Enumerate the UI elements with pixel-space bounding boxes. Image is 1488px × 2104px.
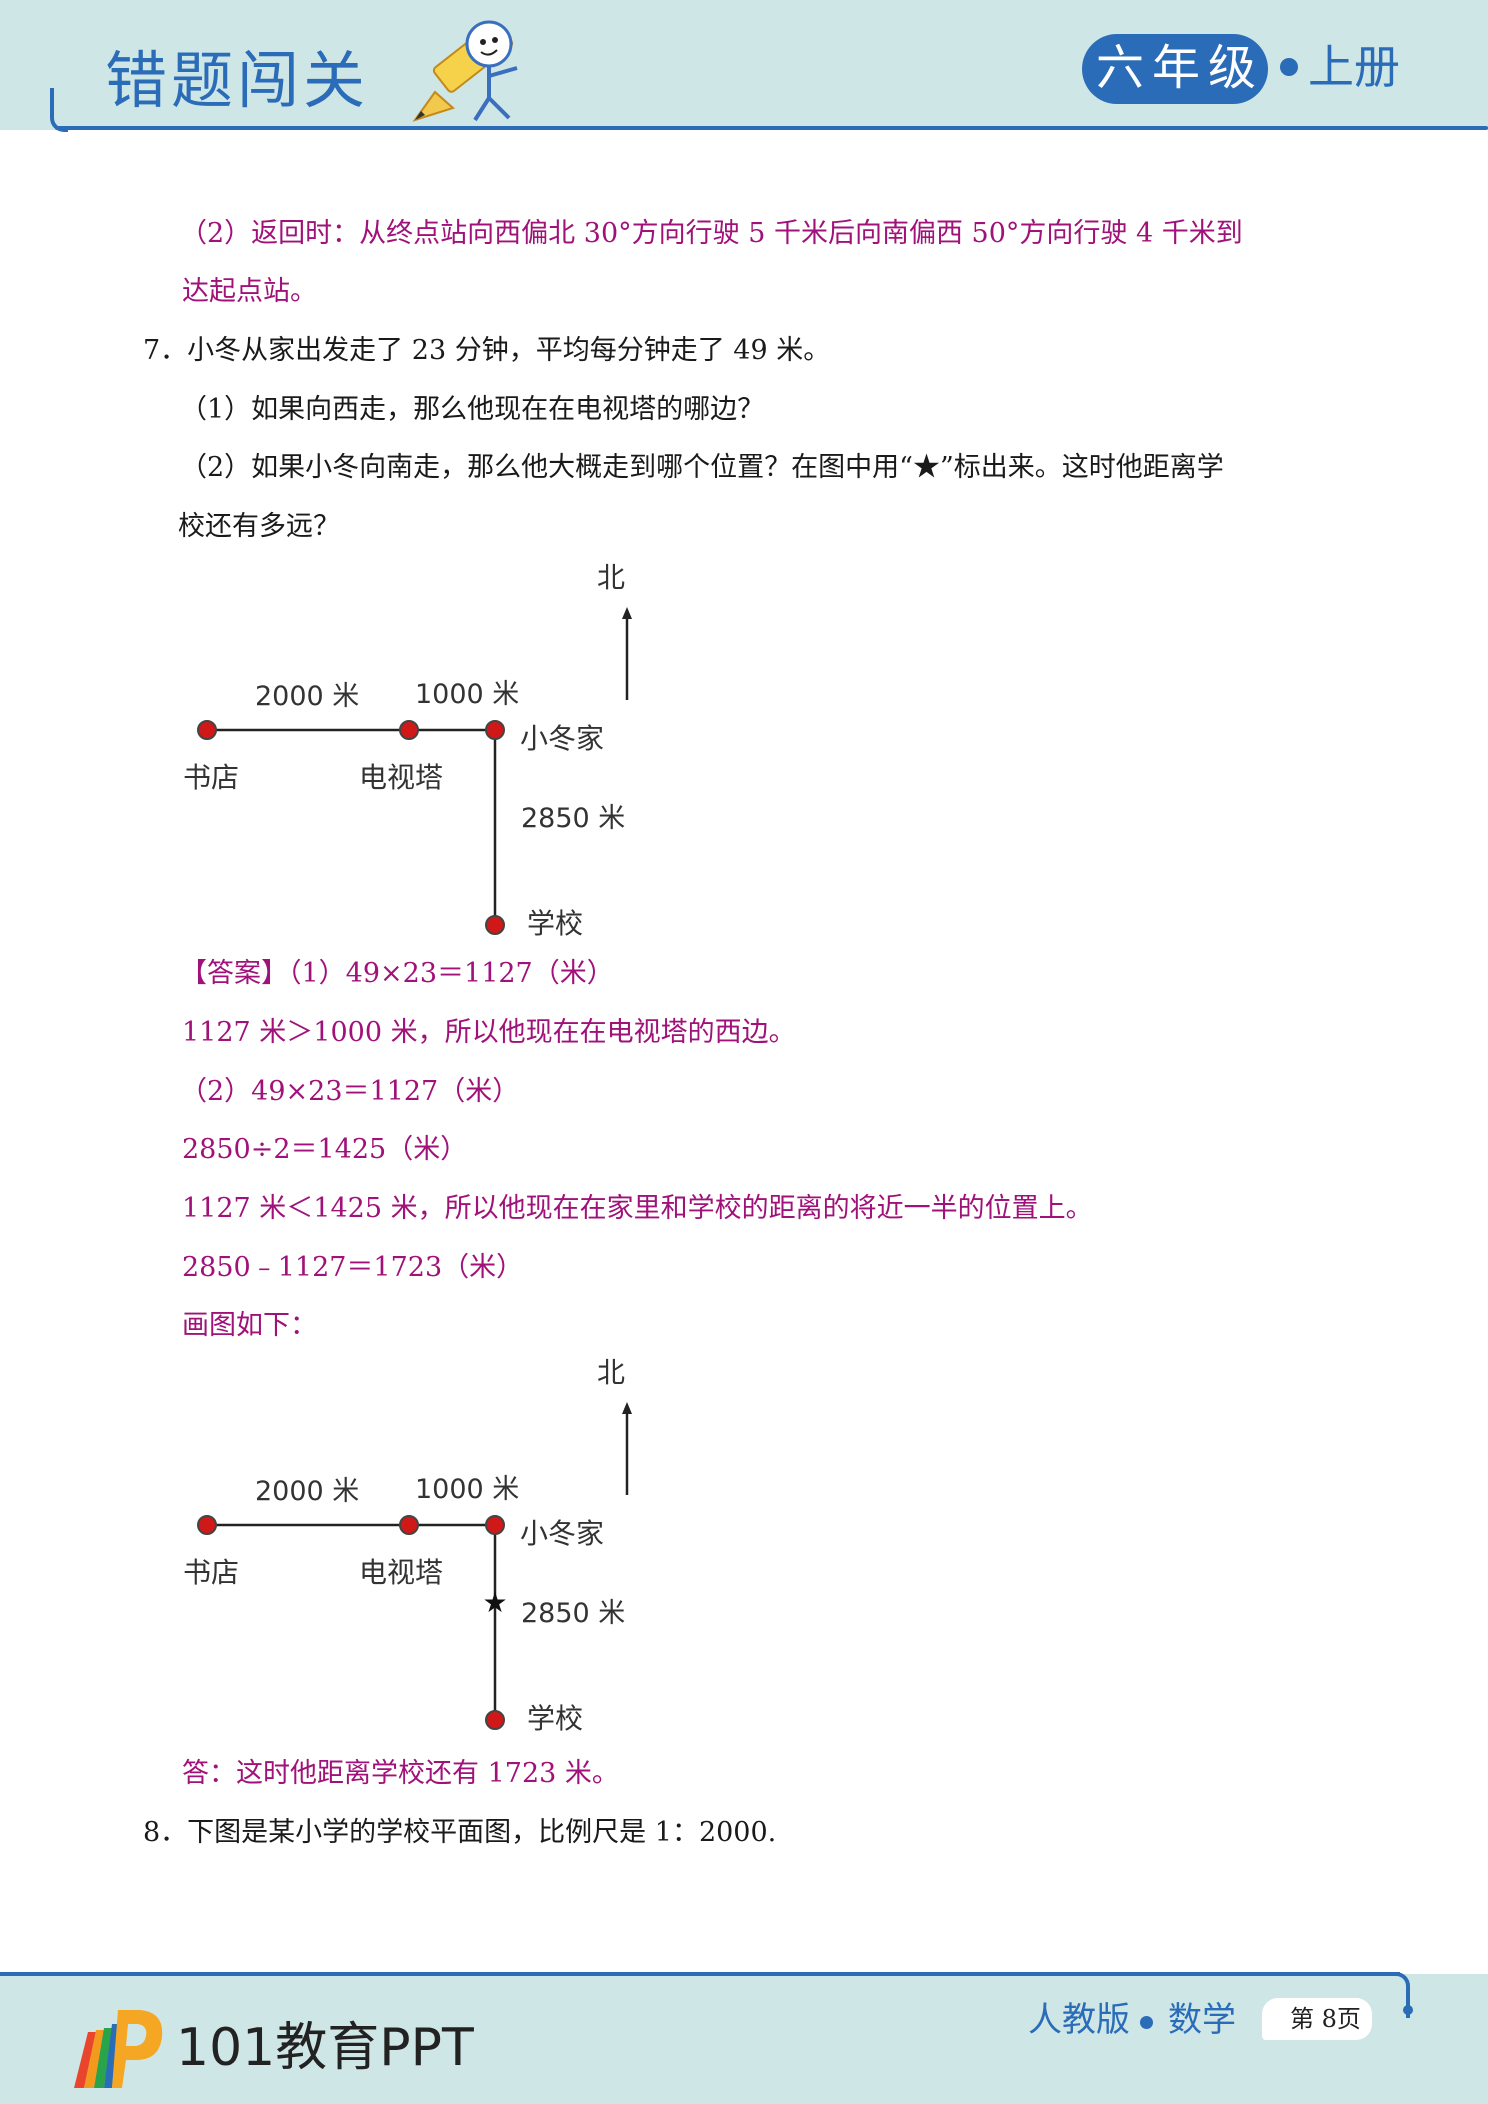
distance-label-west: 2000 米 [255, 681, 359, 712]
star-marker-icon: ★ [482, 1586, 507, 1619]
answer-line: 2850﹣1127＝1723（米） [182, 1252, 524, 1283]
header-hook-decoration [50, 88, 68, 132]
home-point [485, 720, 505, 740]
home-label: 小冬家 [520, 1517, 604, 1550]
answer-line: 1127 米＞1000 米，所以他现在在电视塔的西边。 [182, 1017, 796, 1048]
school-label: 学校 [527, 1702, 583, 1735]
north-arrowhead-icon [622, 1402, 632, 1414]
answer-line: 1127 米＜1425 米，所以他现在在家里和学校的距离的将近一半的位置上。 [182, 1193, 1093, 1224]
bookstore-point [197, 1515, 217, 1535]
tower-point [399, 1515, 419, 1535]
edition-label: 人教版 [1028, 2000, 1130, 2040]
pencil-mascot-icon [412, 20, 518, 122]
volume-label: 上册 [1308, 40, 1400, 94]
north-arrowhead-icon [622, 607, 632, 619]
school-point [485, 1710, 505, 1730]
question-7: 7．小冬从家出发走了 23 分钟，平均每分钟走了 49 米。 [143, 335, 831, 366]
answer-line: （2）返回时：从终点站向西偏北 30°方向行驶 5 千米后向南偏西 50°方向行… [180, 218, 1243, 249]
distance-label-west: 2000 米 [255, 1476, 359, 1507]
brand-logo-icon [74, 2010, 163, 2088]
home-point [485, 1515, 505, 1535]
question-7-part-2: （2）如果小冬向南走，那么他大概走到哪个位置？在图中用“★”标出来。这时他距离学 [180, 452, 1224, 483]
tower-label: 电视塔 [359, 761, 443, 794]
footer-hook-decoration [1392, 1972, 1410, 2018]
distance-label-east: 1000 米 [415, 1474, 519, 1505]
subject-label: 数学 [1168, 2000, 1236, 2040]
bookstore-point [197, 720, 217, 740]
page-number: 第 8页 [1290, 2005, 1361, 2033]
bookstore-label: 书店 [183, 761, 239, 794]
home-label: 小冬家 [520, 722, 604, 755]
page-number-tab [1262, 1998, 1372, 2040]
answer-line: 达起点站。 [182, 276, 317, 307]
question-7-part-1: （1）如果向西走，那么他现在在电视塔的哪边？ [180, 394, 765, 425]
bookstore-label: 书店 [183, 1556, 239, 1589]
tower-label: 电视塔 [359, 1556, 443, 1589]
north-label: 北 [597, 561, 625, 594]
footer-rule [0, 1972, 1400, 1976]
tower-point [399, 720, 419, 740]
answer-line: 【答案】（1）49×23＝1127（米） [180, 958, 614, 989]
question-8: 8．下图是某小学的学校平面图，比例尺是 1：2000. [143, 1817, 777, 1848]
answer-line: （2）49×23＝1127（米） [180, 1076, 520, 1107]
school-point [485, 915, 505, 935]
grade-separator-dot [1280, 58, 1298, 76]
grade-badge [1082, 34, 1268, 104]
answer-line: 画图如下： [182, 1310, 317, 1341]
footer-dot-decoration [1403, 2005, 1413, 2015]
brand-logo-text: 101教育PPT [176, 2018, 474, 2078]
school-label: 学校 [527, 907, 583, 940]
map-diagram-question: 北 2000 米 1000 米 2850 米 书店 电视塔 小冬家 学校 [183, 561, 632, 940]
distance-label-south: 2850 米 [521, 1598, 625, 1629]
map-diagram-answer: 北 ★ 2000 米 1000 米 2850 米 书店 电视塔 小冬家 学校 [183, 1356, 632, 1735]
header-title: 错题闯关 [105, 44, 370, 117]
question-7-part-2-cont: 校还有多远？ [178, 511, 340, 542]
grade-label: 六年级 [1096, 40, 1265, 96]
answer-line: 2850÷2＝1425（米） [182, 1134, 468, 1165]
header-rule [55, 126, 1488, 130]
page-footer [0, 1974, 1488, 2104]
north-label: 北 [597, 1356, 625, 1389]
distance-label-south: 2850 米 [521, 803, 625, 834]
final-answer: 答：这时他距离学校还有 1723 米。 [182, 1758, 619, 1789]
distance-label-east: 1000 米 [415, 679, 519, 710]
footer-separator-dot [1140, 2016, 1153, 2029]
